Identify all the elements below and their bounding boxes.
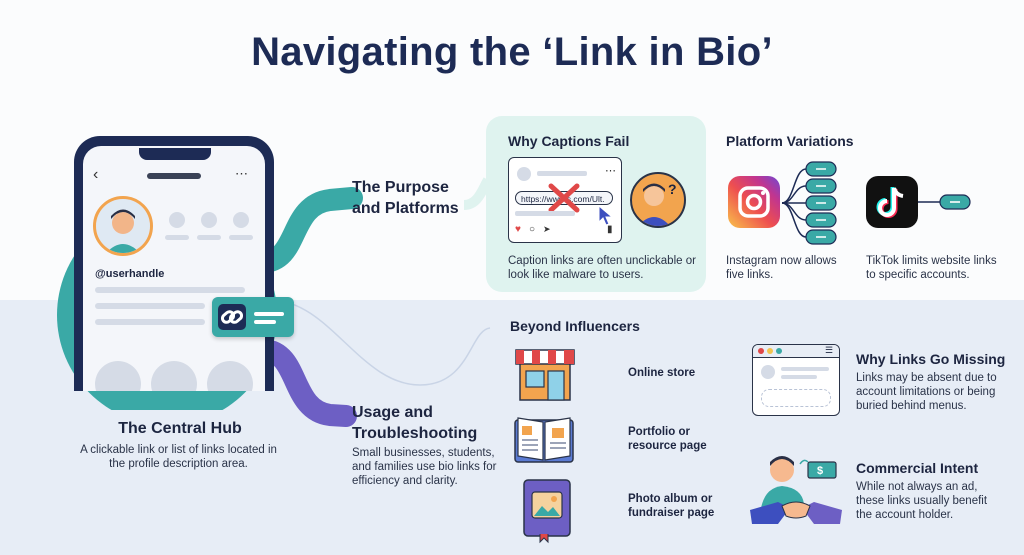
comment-icon[interactable]: ○ (529, 224, 536, 235)
window-dot (767, 348, 773, 354)
purpose-heading: The Purpose and Platforms (352, 179, 459, 217)
bio-line (95, 303, 205, 309)
instagram-five-links (781, 161, 837, 245)
red-x-icon (548, 183, 580, 213)
beyond-heading: Beyond Influencers (510, 318, 640, 334)
phone-notch (139, 148, 211, 160)
stat-bar (165, 235, 189, 240)
post-thumb[interactable] (151, 361, 197, 391)
window-dot (758, 348, 764, 354)
header-bar (147, 173, 201, 179)
page-title: Navigating the ‘Link in Bio’ (251, 30, 773, 74)
usage-heading: Usage and Troubleshooting (352, 404, 478, 442)
instagram-text: Instagram now allows five links. (726, 255, 837, 281)
captions-text: Caption links are often unclickable or l… (508, 255, 696, 281)
commercial-text: While not always an ad, these links usua… (856, 481, 988, 521)
post-name-bar (537, 171, 587, 176)
post-avatar (517, 167, 531, 181)
phone-screen: ‹ ⋯ @userhandle (83, 146, 265, 391)
usage-text: Small businesses, students, and families… (352, 447, 497, 487)
caption-post-card: ⋯ https://www.s.com/Ult. ♥ ○ ➤ ▮ (508, 157, 622, 243)
caption-line (515, 211, 575, 216)
missing-link-slot (761, 389, 831, 407)
central-hub-text: A clickable link or list of links locate… (80, 444, 277, 470)
platforms-heading: Platform Variations (726, 133, 854, 149)
stat-dot (201, 212, 217, 228)
confused-user-icon: ? (630, 172, 686, 228)
missing-heading: Why Links Go Missing (856, 351, 1006, 367)
bio-line (95, 319, 205, 325)
post-thumb[interactable] (95, 361, 141, 391)
profile-handle: @userhandle (95, 268, 165, 280)
beyond-item-label: Portfolio or resource page (628, 426, 707, 452)
beyond-item-label: Online store (628, 367, 696, 379)
bio-line (95, 287, 245, 293)
text-line (781, 367, 829, 371)
hamburger-menu-icon[interactable]: ☰ (825, 345, 834, 355)
svg-text:$: $ (817, 465, 823, 477)
stat-dot (169, 212, 185, 228)
chain-link-icon (218, 304, 284, 330)
post-thumb[interactable] (207, 361, 253, 391)
missing-text: Links may be absent due to account limit… (856, 372, 997, 412)
post-more-icon[interactable]: ⋯ (605, 165, 616, 177)
central-hub-heading: The Central Hub (118, 420, 242, 437)
captions-heading: Why Captions Fail (508, 133, 630, 149)
cursor-arrow-icon (598, 204, 614, 226)
stat-bar (229, 235, 253, 240)
heart-icon[interactable]: ♥ (515, 224, 521, 235)
tiktok-icon (866, 176, 918, 228)
bookmark-icon[interactable]: ▮ (607, 224, 613, 235)
beyond-item-label: Photo album or fundraiser page (628, 493, 715, 519)
open-book-icon (512, 410, 576, 473)
avatar (93, 196, 153, 256)
ribbon-usage (253, 339, 357, 427)
stat-dot (233, 212, 249, 228)
storefront-icon (512, 344, 576, 407)
tiktok-text: TikTok limits website links to specific … (866, 255, 997, 281)
back-chevron-icon[interactable]: ‹ (93, 166, 99, 183)
profile-dot (761, 365, 775, 379)
share-icon[interactable]: ➤ (543, 224, 551, 234)
instagram-icon (728, 176, 780, 228)
more-dots-icon[interactable]: ⋯ (235, 166, 248, 181)
browser-window-icon: ☰ (752, 344, 840, 416)
bubble-tail (463, 177, 493, 210)
window-dot (776, 348, 782, 354)
text-line (781, 375, 817, 379)
connector-beyond (269, 299, 491, 386)
bio-link-badge[interactable] (212, 297, 294, 337)
browser-titlebar (753, 345, 839, 358)
handshake-money-icon: $ (748, 444, 844, 537)
photo-album-icon (520, 478, 574, 549)
tiktok-single-link (918, 194, 971, 210)
svg-text:?: ? (668, 181, 677, 197)
commercial-heading: Commercial Intent (856, 460, 979, 476)
stat-bar (197, 235, 221, 240)
